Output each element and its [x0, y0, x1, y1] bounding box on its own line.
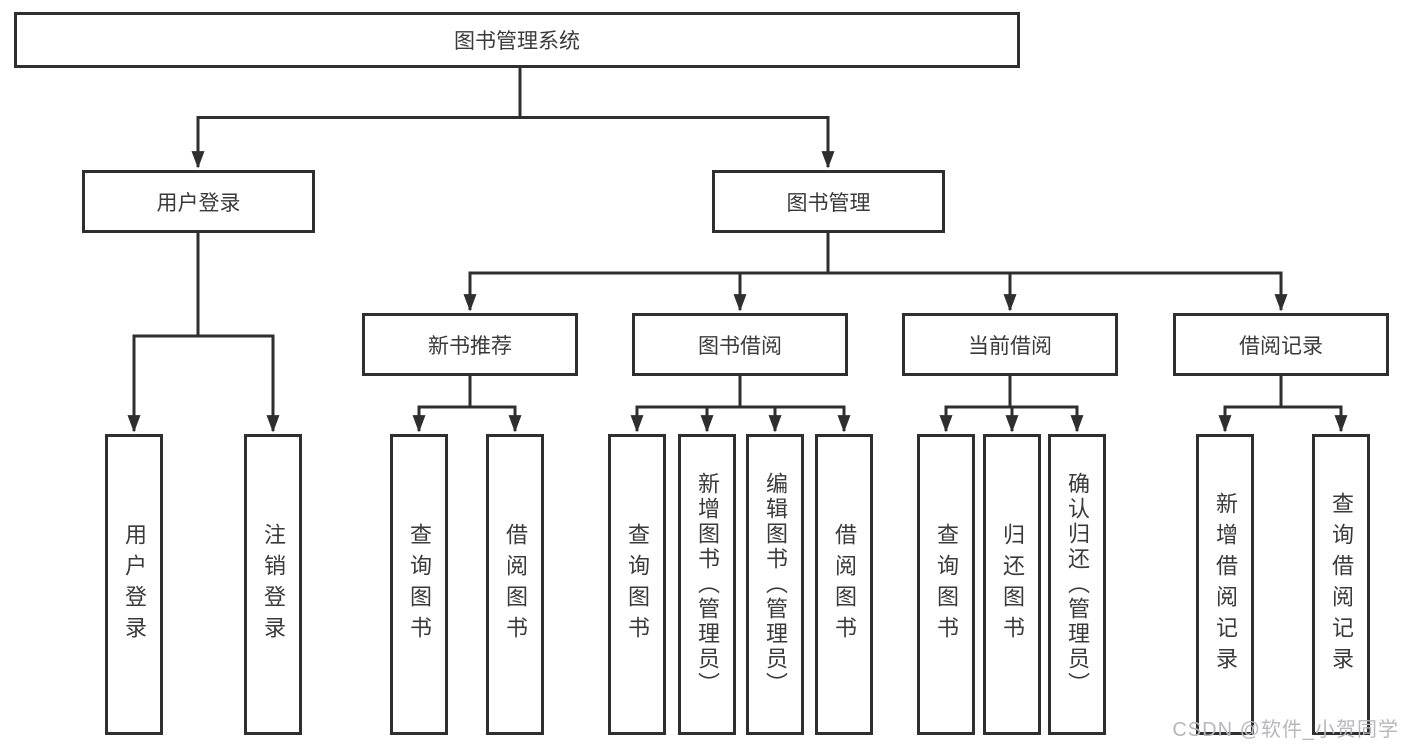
node-label: 查询借阅记录 [1329, 491, 1354, 678]
node-borrow-books-recommend: 借阅图书 [486, 434, 544, 735]
node-add-books-admin: 新增图书（管理员） [678, 434, 736, 735]
node-book-borrowing: 图书借阅 [632, 313, 848, 376]
node-label: 查询图书 [934, 522, 959, 647]
node-label: 注销登录 [261, 522, 286, 647]
node-label: 用户登录 [122, 522, 147, 647]
node-label: 查询图书 [407, 522, 432, 647]
connector-trunk-user-login [132, 233, 275, 338]
node-logout: 注销登录 [244, 434, 302, 735]
connector-trunk-new-book-recommendation [417, 376, 517, 409]
node-query-books-current: 查询图书 [917, 434, 975, 735]
node-query-borrowing-record: 查询借阅记录 [1312, 434, 1370, 735]
node-add-borrowing-record: 新增借阅记录 [1196, 434, 1254, 735]
connector-trunk-current-borrowing [944, 376, 1079, 409]
node-label: 用户登录 [156, 191, 241, 215]
node-new-book-recommendation: 新书推荐 [362, 313, 578, 376]
watermark: CSDN @软件_小贺同学 [1172, 719, 1399, 741]
node-label: 新书推荐 [428, 334, 512, 358]
connector-trunk-book-management [468, 233, 1283, 275]
node-user-login: 用户登录 [82, 170, 315, 233]
node-label: 借阅图书 [503, 522, 528, 647]
node-edit-books-admin: 编辑图书（管理员） [746, 434, 804, 735]
node-label: 图书管理系统 [454, 30, 580, 53]
node-label: 图书管理 [786, 191, 871, 215]
node-label: 图书借阅 [698, 334, 782, 358]
node-current-borrowing: 当前借阅 [902, 313, 1118, 376]
node-label: 确认归还（管理员） [1065, 472, 1090, 697]
node-label: 新增图书（管理员） [695, 472, 720, 697]
node-label: 借阅图书 [832, 522, 857, 647]
node-user-login-action: 用户登录 [105, 434, 163, 735]
connector-trunk-book-borrowing [635, 376, 846, 409]
node-borrow-books-action: 借阅图书 [815, 434, 873, 735]
node-confirm-return-admin: 确认归还（管理员） [1048, 434, 1106, 735]
node-borrowing-records: 借阅记录 [1173, 313, 1389, 376]
node-label: 编辑图书（管理员） [763, 472, 788, 697]
node-book-management: 图书管理 [712, 170, 945, 233]
node-label: 查询图书 [625, 522, 650, 647]
node-library-management-system: 图书管理系统 [14, 12, 1020, 68]
node-query-books-borrowing: 查询图书 [608, 434, 666, 735]
connector-trunk-root [196, 68, 830, 119]
node-query-books-recommend: 查询图书 [390, 434, 448, 735]
node-label: 借阅记录 [1239, 334, 1323, 358]
node-return-books: 归还图书 [983, 434, 1041, 735]
node-label: 当前借阅 [968, 334, 1052, 358]
node-label: 归还图书 [1000, 522, 1025, 647]
connector-trunk-borrowing-records [1223, 376, 1343, 409]
node-label: 新增借阅记录 [1213, 491, 1238, 678]
